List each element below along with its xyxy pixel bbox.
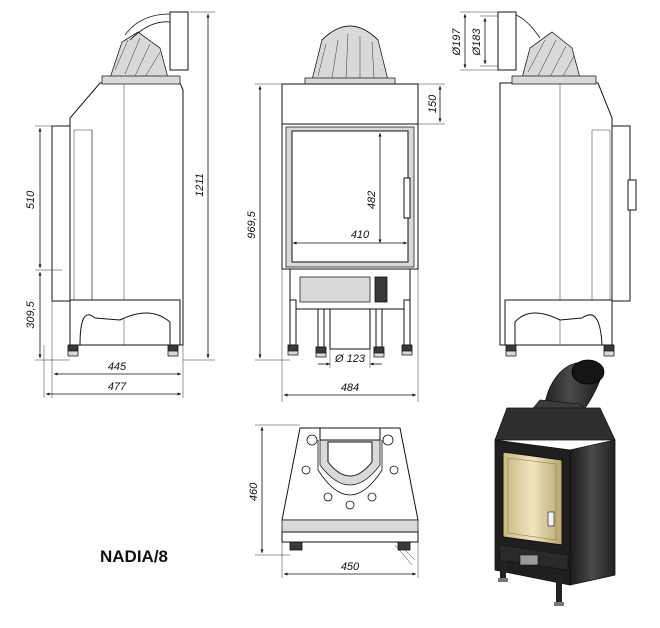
dim-glass-height: 482 [366,191,378,209]
dim-front-width: 484 [341,382,359,394]
top-view: 460 450 [248,424,419,578]
stove-3d-render [494,359,616,606]
dim-inner-diameter: Ø183 [471,28,483,57]
dim-front-height: 969,5 [246,210,258,238]
dim-total-height: 1211 [194,173,206,197]
dim-depth-outer: 477 [108,381,127,393]
dim-base-height: 309,5 [25,300,37,328]
left-side-view: 510 309,5 1211 445 477 [25,11,215,398]
model-title: NADIA/8 [100,547,169,566]
dim-top-height: 150 [427,94,439,113]
dim-glass-width: 410 [351,229,370,241]
right-side-view: Ø197 Ø183 [451,11,637,357]
dim-outer-diameter: Ø197 [451,28,463,57]
dim-door-height: 510 [25,190,37,209]
dim-top-width: 450 [341,561,360,573]
dim-flue-diameter: Ø 123 [334,353,366,365]
dim-top-depth: 460 [248,482,260,501]
dim-depth-inner: 445 [108,361,127,373]
front-view: 969,5 150 482 410 Ø 123 484 [246,25,445,402]
